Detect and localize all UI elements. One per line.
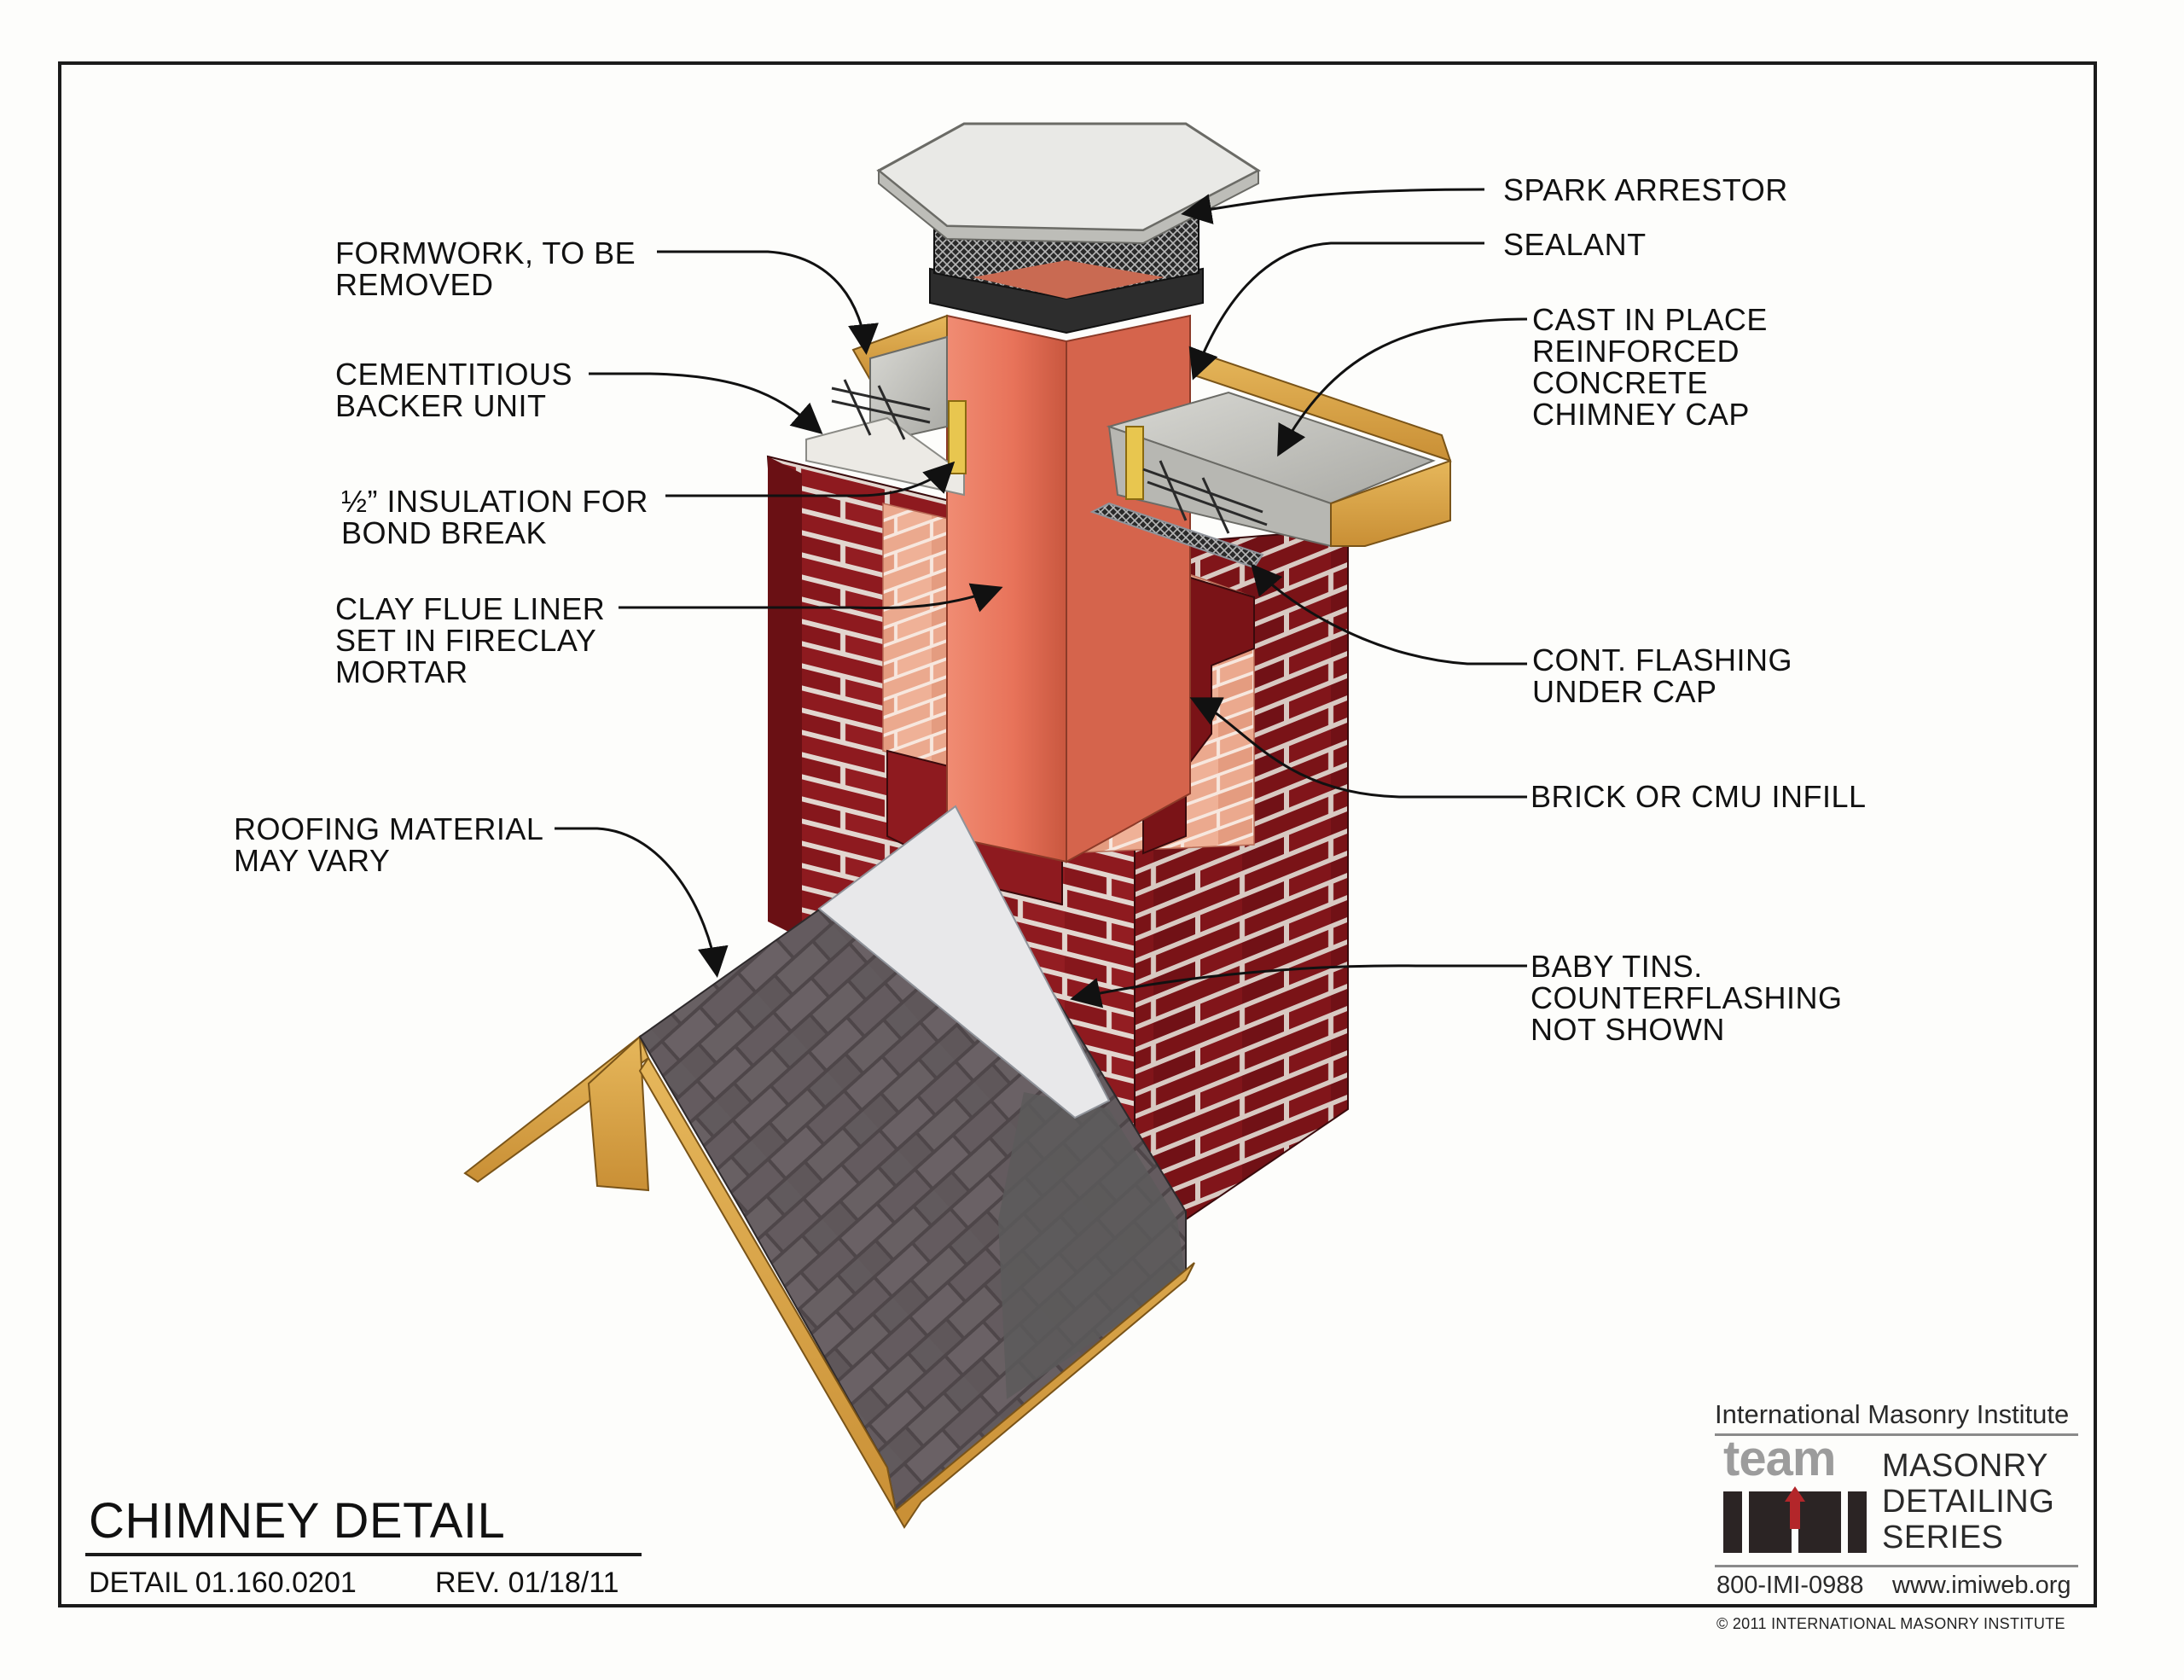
leader-spark-arrestor — [1181, 188, 1485, 224]
insulation-strip-left — [948, 400, 967, 474]
flashing-under-cap — [1089, 502, 1264, 569]
callout-formwork: FORMWORK, TO BE REMOVED — [335, 235, 636, 302]
callout-baby-tins: BABY TINS. COUNTERFLASHING NOT SHOWN — [1531, 949, 1843, 1047]
drawing-title: CHIMNEY DETAIL — [89, 1493, 506, 1549]
brand-divider-bottom — [1715, 1565, 2078, 1567]
flue-front — [946, 314, 1067, 863]
leader-lines — [555, 188, 1528, 1009]
imi-logo-icon — [1723, 1486, 1867, 1553]
callout-spark-arrestor: SPARK ARRESTOR — [1503, 172, 1788, 207]
arrestor-lid — [876, 122, 1261, 232]
callout-infill: BRICK OR CMU INFILL — [1531, 779, 1867, 814]
leader-insulation — [665, 461, 956, 497]
roof-sheathing-edge — [638, 1056, 1195, 1529]
leader-formwork — [657, 250, 879, 355]
website-link[interactable]: www.imiweb.org — [1892, 1572, 2071, 1599]
insulation-strip-right — [1125, 426, 1144, 500]
revision-date: REV. 01/18/11 — [435, 1567, 619, 1599]
roof — [463, 805, 1195, 1529]
logo-team-word: team — [1723, 1431, 1836, 1486]
baby-tins-strip — [817, 805, 1111, 1119]
leader-backer-unit — [589, 372, 823, 434]
title-underline — [85, 1553, 642, 1556]
leader-sealant — [1188, 241, 1484, 381]
roof-underlayment — [998, 1092, 1186, 1399]
flue-side — [1066, 314, 1191, 863]
cap-left-block — [869, 335, 948, 445]
copyright-notice: © 2011 INTERNATIONAL MASONRY INSTITUTE — [1716, 1615, 2065, 1632]
series-line-masonry: MASONRY — [1882, 1448, 2048, 1484]
leader-infill — [1189, 697, 1527, 799]
callout-flashing: CONT. FLASHING UNDER CAP — [1532, 642, 1793, 709]
leader-roofing — [555, 827, 729, 978]
leader-concrete-cap — [1277, 317, 1528, 457]
concrete-cap — [805, 314, 1452, 569]
leader-flashing — [1251, 563, 1527, 666]
rebar-grid — [831, 379, 1268, 534]
drawing-border — [58, 61, 2097, 1607]
callout-sealant: SEALANT — [1503, 227, 1647, 262]
arrestor-lid-edge — [878, 168, 1259, 245]
spark-arrestor — [876, 122, 1261, 334]
callout-backer-unit: CEMENTITIOUS BACKER UNIT — [335, 357, 573, 423]
detail-number: DETAIL 01.160.0201 — [89, 1567, 357, 1599]
callout-roofing: ROOFING MATERIAL MAY VARY — [234, 811, 544, 878]
formwork-front-right — [1330, 459, 1451, 547]
brand-divider-top — [1715, 1433, 2078, 1436]
leader-baby-tins — [1070, 964, 1527, 1009]
clay-flue-liner — [946, 314, 1191, 863]
brick-left-edge — [768, 456, 802, 939]
infill-left — [882, 503, 956, 769]
series-line-detailing: DETAILING — [1882, 1484, 2055, 1520]
arrestor-inner — [973, 260, 1165, 299]
phone-number: 800-IMI-0988 — [1716, 1572, 1864, 1599]
leader-flue-liner — [619, 583, 1003, 613]
callout-concrete-cap: CAST IN PLACE REINFORCED CONCRETE CHIMNE… — [1532, 302, 1768, 432]
callout-insulation: ½” INSULATION FOR BOND BREAK — [341, 484, 648, 550]
roof-fascia — [587, 1034, 650, 1192]
organization-name: International Masonry Institute — [1715, 1399, 2070, 1429]
callout-flue-liner: CLAY FLUE LINER SET IN FIRECLAY MORTAR — [335, 591, 606, 689]
series-line-series: SERIES — [1882, 1520, 2004, 1555]
